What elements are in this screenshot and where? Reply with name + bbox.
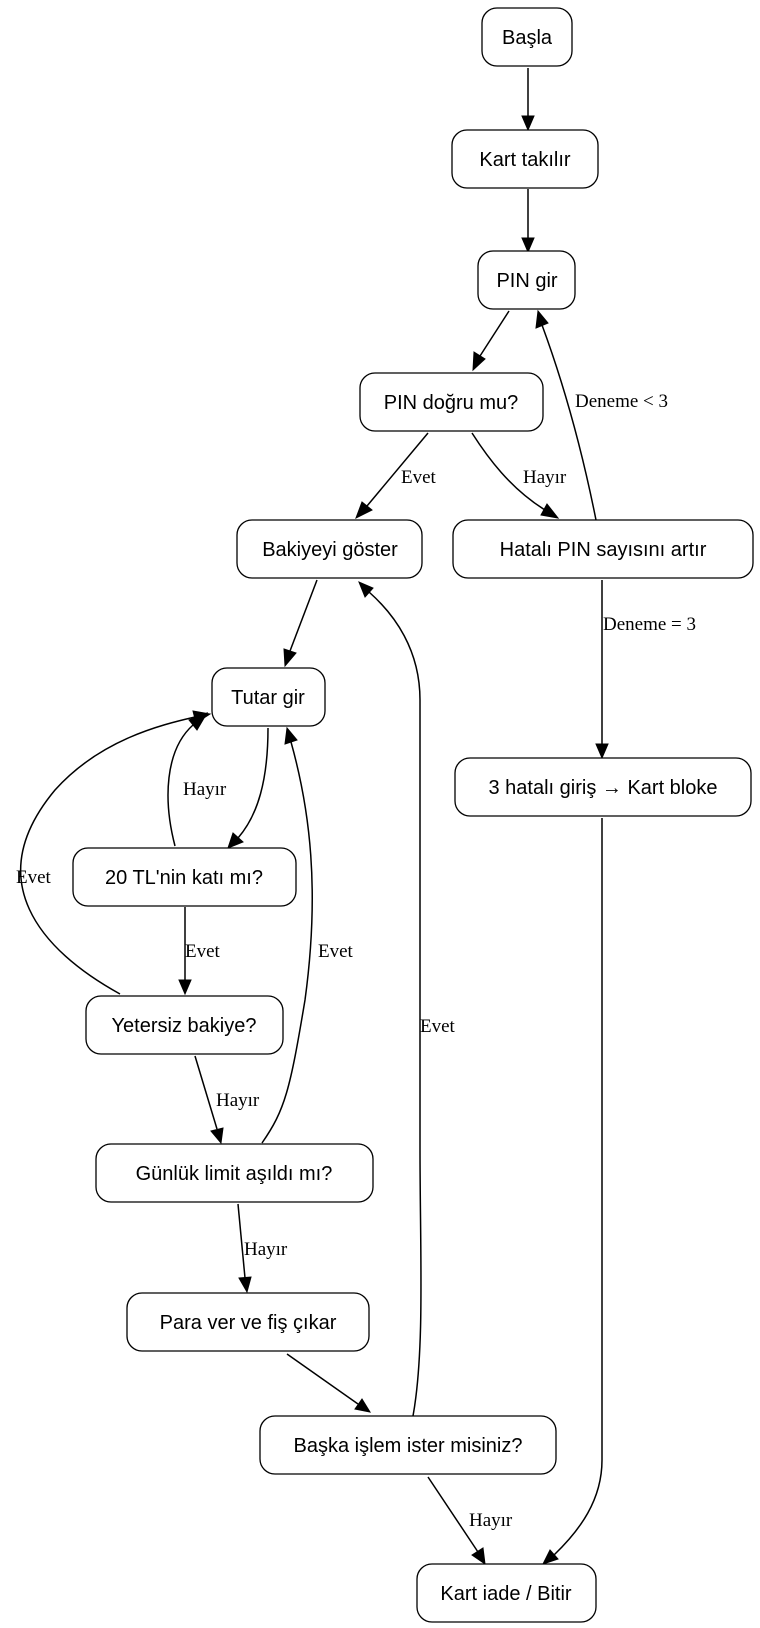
node-dispense-label: Para ver ve fiş çıkar [160, 1312, 337, 1334]
node-card-blocked-label: 3 hatalı giriş → Kart bloke [489, 777, 718, 799]
edge-label-another-yes: Evet [420, 1016, 456, 1037]
node-dispense: Para ver ve fiş çıkar [126, 1292, 370, 1352]
edge-another-no-to-return-card [427, 1476, 486, 1566]
node-increment-wrong-pin-label: Hatalı PIN sayısını artır [500, 539, 707, 561]
edge-daily-limit-yes-loop [261, 726, 313, 1144]
edge-label-insufficient-no: Hayır [216, 1090, 260, 1111]
node-enter-amount-label: Tutar gir [231, 687, 305, 709]
edge-another-yes-loop [358, 581, 422, 1417]
edge-card-blocked-to-return-card [542, 818, 603, 1565]
edge-label-limit-no: Hayır [244, 1239, 288, 1260]
node-pin-correct: PIN doğru mu? [359, 372, 544, 432]
node-enter-pin-label: PIN gir [496, 270, 557, 292]
node-insert-card: Kart takılır [451, 129, 599, 189]
node-show-balance: Bakiyeyi göster [236, 519, 423, 579]
edge-insufficient-no-to-daily-limit [194, 1055, 224, 1145]
node-show-balance-label: Bakiyeyi göster [262, 539, 398, 561]
node-multiple-of-20-label: 20 TL'nin katı mı? [105, 867, 263, 889]
node-pin-correct-label: PIN doğru mu? [384, 392, 519, 414]
edge-multiple-yes-to-insufficient [178, 907, 192, 996]
node-return-card: Kart iade / Bitir [416, 1563, 597, 1623]
node-enter-amount: Tutar gir [211, 667, 326, 727]
node-another-transaction-label: Başka işlem ister misiniz? [294, 1435, 523, 1457]
node-insufficient-balance: Yetersiz bakiye? [85, 995, 284, 1055]
node-insufficient-balance-label: Yetersiz bakiye? [112, 1015, 257, 1037]
edge-show-balance-to-enter-amount [283, 579, 318, 668]
node-multiple-of-20: 20 TL'nin katı mı? [72, 847, 297, 907]
edge-insufficient-yes-loop [19, 710, 212, 995]
edge-daily-limit-no-to-dispense [237, 1203, 252, 1294]
edge-label-retry-equals-3: Deneme = 3 [603, 614, 696, 635]
node-start-label: Başla [502, 27, 553, 49]
edge-label-multiple-yes: Evet [185, 941, 221, 962]
node-daily-limit-label: Günlük limit aşıldı mı? [136, 1163, 333, 1185]
edge-label-insufficient-yes: Evet [16, 867, 52, 888]
node-start: Başla [481, 7, 573, 67]
edge-pin-correct-to-wrong-pin [471, 432, 560, 519]
edge-enter-amount-to-multiple-of-20 [227, 727, 269, 849]
node-another-transaction: Başka işlem ister misiniz? [259, 1415, 557, 1475]
edge-label-pin-no: Hayır [523, 467, 567, 488]
node-insert-card-label: Kart takılır [479, 149, 570, 171]
edge-wrong-pin-to-card-blocked [595, 580, 609, 760]
edge-label-another-no: Hayır [469, 1510, 513, 1531]
node-increment-wrong-pin: Hatalı PIN sayısını artır [452, 519, 754, 579]
edge-enter-pin-to-pin-correct [472, 310, 510, 372]
node-card-blocked: 3 hatalı giriş → Kart bloke [454, 757, 752, 817]
edge-label-pin-yes: Evet [401, 467, 437, 488]
edge-label-limit-yes: Evet [318, 941, 354, 962]
edge-wrong-pin-retry-loop [535, 309, 597, 521]
edge-label-retry-under-3: Deneme < 3 [575, 391, 668, 412]
edge-start-to-insert-card [521, 68, 535, 132]
edge-pin-correct-to-show-balance [355, 432, 429, 520]
edge-label-multiple-no: Hayır [183, 779, 227, 800]
node-enter-pin: PIN gir [477, 250, 576, 310]
node-daily-limit: Günlük limit aşıldı mı? [95, 1143, 374, 1203]
node-return-card-label: Kart iade / Bitir [440, 1583, 572, 1605]
edge-insert-card-to-enter-pin [521, 189, 535, 254]
edge-dispense-to-another [286, 1353, 372, 1413]
